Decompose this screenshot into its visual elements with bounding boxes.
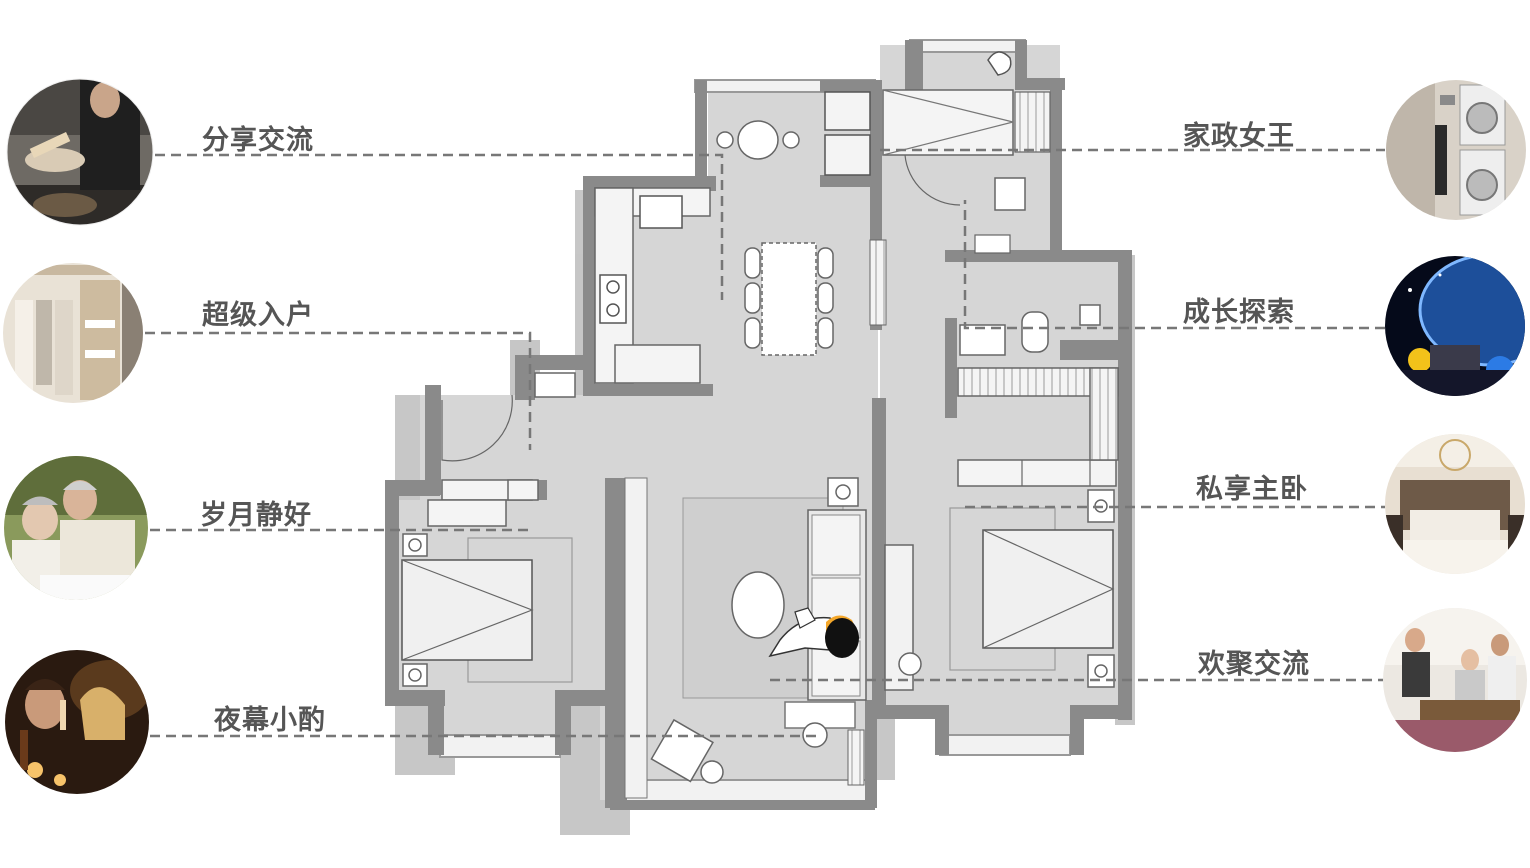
label-growth: 成长探索 <box>1183 297 1295 328</box>
label-entry: 超级入户 <box>202 300 314 331</box>
person-figure <box>768 607 859 658</box>
left-bedroom <box>401 372 576 687</box>
leader-growth <box>963 200 1385 330</box>
label-night: 夜幕小酌 <box>214 705 326 736</box>
friends-gathering-photo <box>1383 608 1527 752</box>
dining-table <box>716 120 834 356</box>
label-master: 私享主卧 <box>1196 474 1308 505</box>
label-housekeeping: 家政女王 <box>1183 121 1295 152</box>
label-gather: 欢聚交流 <box>1198 649 1310 680</box>
master-bedroom <box>884 367 1119 691</box>
master-bedroom-photo <box>1385 434 1525 574</box>
laundry-appliances-photo <box>1386 80 1526 220</box>
space-toys-photo <box>1385 256 1525 396</box>
living-room <box>624 477 867 799</box>
label-share: 分享交流 <box>202 125 314 156</box>
kitchen <box>594 187 711 384</box>
leader-entry <box>145 331 532 450</box>
label-years: 岁月静好 <box>200 500 312 531</box>
floor-plan <box>385 39 1135 835</box>
elderly-couple-photo <box>4 456 148 600</box>
leader-lines <box>145 148 1385 738</box>
photo-frame <box>6 78 154 226</box>
wine-dinner-photo <box>5 650 149 794</box>
service-rooms <box>824 51 1101 356</box>
chef-plating-photo <box>7 79 153 225</box>
wardrobe-photo <box>3 263 143 403</box>
leader-share <box>155 153 724 300</box>
